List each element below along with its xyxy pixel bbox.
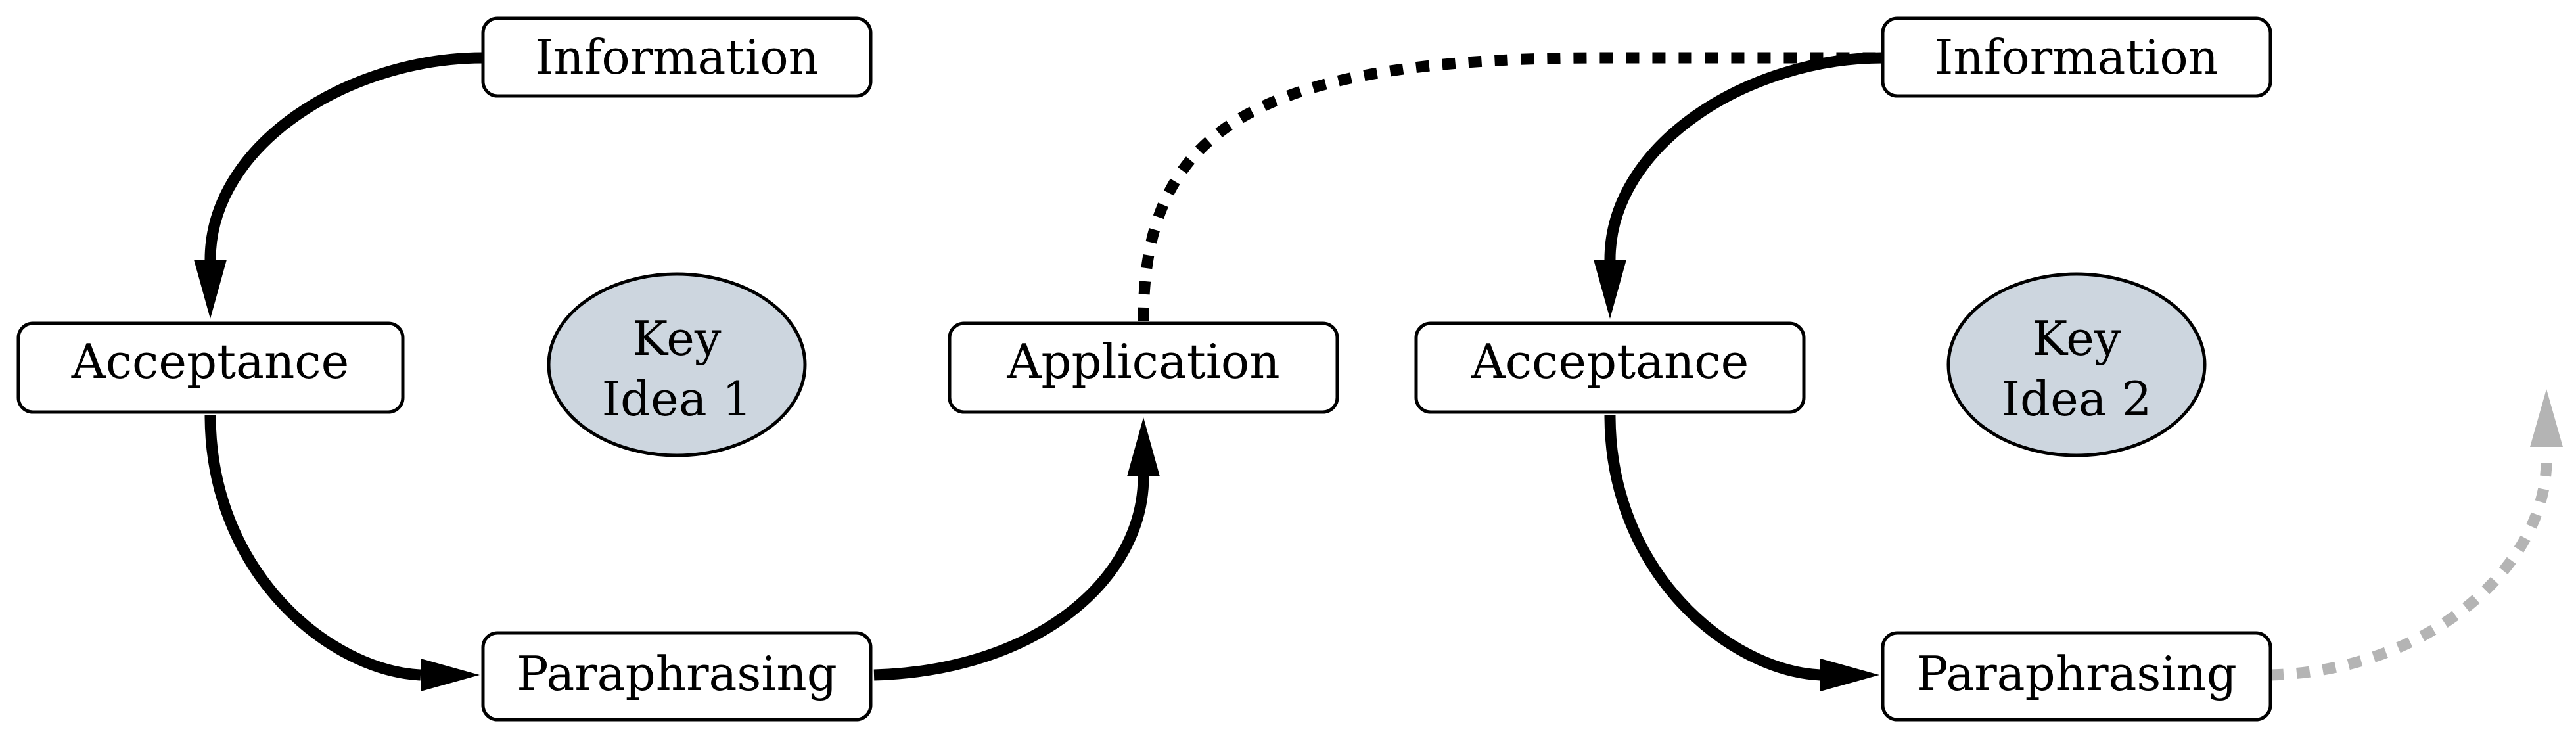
node-information-2: Information [1881, 16, 2272, 98]
key-idea-2-line2: Idea 2 [2002, 371, 2152, 427]
arrow-head-application [1127, 417, 1160, 476]
node-information-1: Information [481, 16, 873, 98]
node-paraphrasing-2-label: Paraphrasing [1916, 646, 2237, 701]
arrow-head-acceptance-2 [1594, 260, 1626, 319]
arrow-information-to-acceptance-2 [1604, 52, 1883, 260]
arrow-head-paraphrasing-2 [1820, 659, 1879, 691]
key-idea-1-line1: Key [632, 311, 721, 366]
key-idea-2: Key Idea 2 [1946, 272, 2207, 457]
arrow-application-to-information-2 [1138, 52, 1883, 321]
arrow-information-to-acceptance-1 [204, 52, 484, 260]
arrow-head-acceptance-1 [194, 260, 227, 319]
node-information-1-label: Information [535, 30, 819, 85]
arrow-head-paraphrasing-1 [421, 659, 480, 691]
arrow-head-continuation [2530, 389, 2563, 447]
node-paraphrasing-1-label: Paraphrasing [517, 646, 837, 701]
key-idea-1: Key Idea 1 [547, 272, 807, 457]
node-paraphrasing-1: Paraphrasing [481, 631, 873, 722]
node-paraphrasing-2: Paraphrasing [1881, 631, 2272, 722]
node-acceptance-2: Acceptance [1414, 321, 1806, 414]
node-acceptance-1: Acceptance [16, 321, 405, 414]
key-idea-1-line2: Idea 1 [602, 371, 752, 427]
node-information-2-label: Information [1935, 30, 2219, 85]
arrow-acceptance-to-paraphrasing-1 [204, 415, 421, 681]
arrow-paraphrasing-continuation [2270, 459, 2552, 681]
node-application: Application [948, 321, 1339, 414]
key-idea-2-line1: Key [2032, 311, 2121, 366]
node-acceptance-1-label: Acceptance [71, 334, 350, 389]
node-application-label: Application [1006, 334, 1279, 389]
arrow-acceptance-to-paraphrasing-2 [1604, 415, 1821, 681]
arrow-paraphrasing-to-application [873, 476, 1149, 681]
node-acceptance-2-label: Acceptance [1471, 334, 1749, 389]
